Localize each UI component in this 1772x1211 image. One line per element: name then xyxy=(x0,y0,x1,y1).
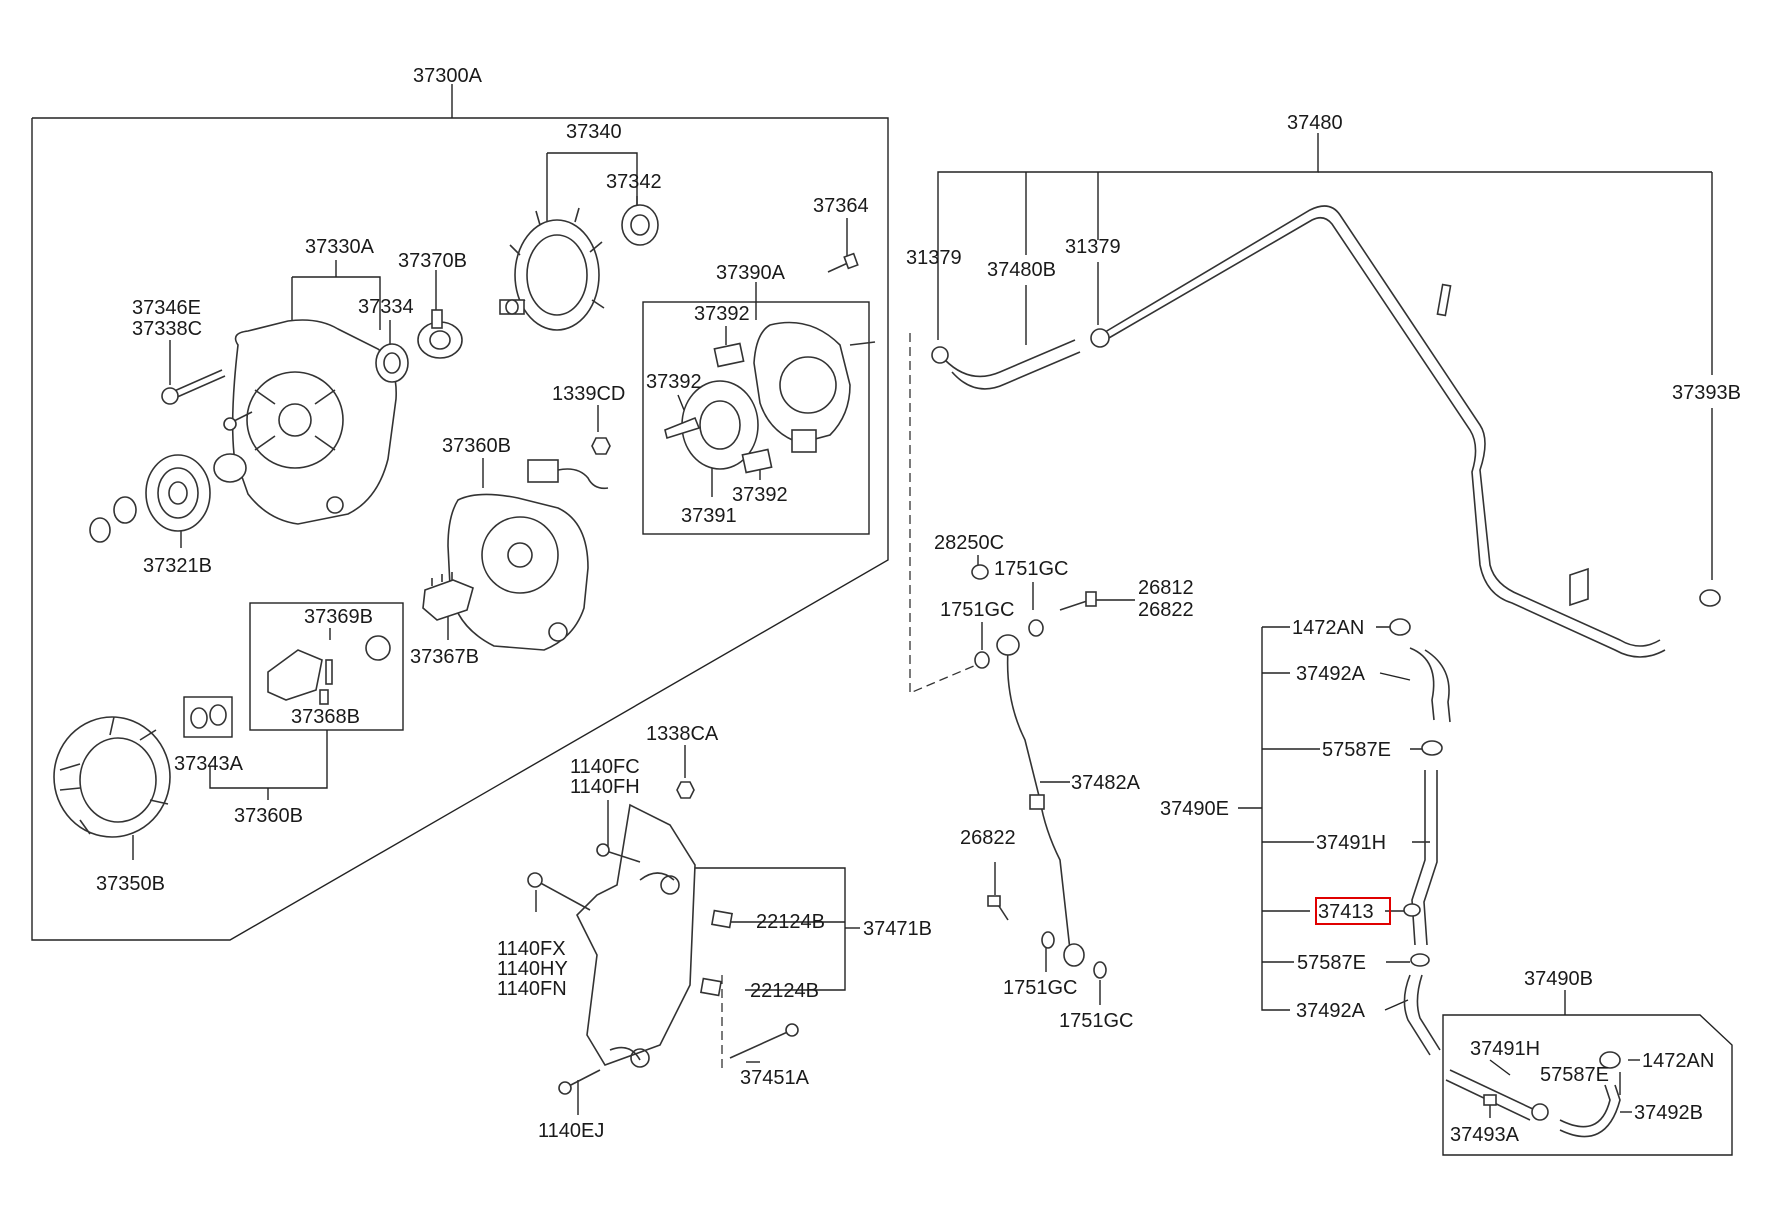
nut-sketch-1339CD xyxy=(591,437,611,455)
label-37321B[interactable]: 37321B xyxy=(143,555,212,577)
label-57587E-a[interactable]: 57587E xyxy=(1322,739,1391,761)
slip-ring-sketch xyxy=(417,309,463,359)
label-37300A[interactable]: 37300A xyxy=(413,65,483,87)
spacer-sketch-37334 xyxy=(375,343,409,383)
label-37342[interactable]: 37342 xyxy=(606,171,662,193)
front-housing-sketch xyxy=(231,319,397,525)
label-37370B[interactable]: 37370B xyxy=(398,250,467,272)
label-37330A[interactable]: 37330A xyxy=(305,236,375,258)
label-57587E-c[interactable]: 57587E xyxy=(1540,1064,1609,1086)
hose-and-cable-parts xyxy=(931,205,1721,1138)
alternator-parts xyxy=(53,204,876,838)
leader-lines xyxy=(31,84,1733,1156)
label-57587E-b[interactable]: 57587E xyxy=(1297,952,1366,974)
label-37392-left[interactable]: 37392 xyxy=(646,371,702,393)
label-1751GC-b[interactable]: 1751GC xyxy=(940,599,1015,621)
insulator-sketches xyxy=(713,342,773,474)
bracket-parts xyxy=(527,781,799,1095)
label-1140FN[interactable]: 1140FN xyxy=(497,978,567,1000)
label-37391[interactable]: 37391 xyxy=(681,505,737,527)
label-37490B[interactable]: 37490B xyxy=(1524,968,1593,990)
label-26822-b[interactable]: 26822 xyxy=(960,827,1016,849)
label-1140FH[interactable]: 1140FH xyxy=(570,776,640,798)
label-1472AN-b[interactable]: 1472AN xyxy=(1642,1050,1714,1072)
washer-sketches-37343A xyxy=(190,704,227,729)
label-37480[interactable]: 37480 xyxy=(1287,112,1343,134)
label-1140FX[interactable]: 1140FX xyxy=(497,938,566,960)
label-26822-a[interactable]: 26822 xyxy=(1138,599,1194,621)
label-37392-bottom[interactable]: 37392 xyxy=(732,484,788,506)
label-31379-left[interactable]: 31379 xyxy=(906,247,962,269)
label-1338CA[interactable]: 1338CA xyxy=(646,723,719,745)
label-1140FC[interactable]: 1140FC xyxy=(570,756,640,778)
label-31379-right[interactable]: 31379 xyxy=(1065,236,1121,258)
label-1751GC-c[interactable]: 1751GC xyxy=(1003,977,1078,999)
label-37360B-bottom[interactable]: 37360B xyxy=(234,805,303,827)
label-37492A-a[interactable]: 37492A xyxy=(1296,663,1366,685)
label-28250C[interactable]: 28250C xyxy=(934,532,1004,554)
brush-assembly-sketch xyxy=(267,635,391,705)
screw-sketch xyxy=(223,411,253,431)
bearing-sketch xyxy=(621,204,659,246)
label-37491H-a[interactable]: 37491H xyxy=(1316,832,1386,854)
label-37360B-top[interactable]: 37360B xyxy=(442,435,511,457)
label-37334[interactable]: 37334 xyxy=(358,296,414,318)
part-labels: 37300A 37340 37342 37364 37330A 37370B 3… xyxy=(96,65,1741,1146)
label-1472AN-a[interactable]: 1472AN xyxy=(1292,617,1364,639)
highlight-box-37413 xyxy=(1315,897,1391,925)
pulley-sketch xyxy=(89,453,247,543)
label-37471B[interactable]: 37471B xyxy=(863,918,932,940)
label-37492A-b[interactable]: 37492A xyxy=(1296,1000,1366,1022)
label-37392-top[interactable]: 37392 xyxy=(694,303,750,325)
rear-housing-sketch xyxy=(447,459,609,651)
through-bolt-sketch xyxy=(161,369,226,405)
label-37340[interactable]: 37340 xyxy=(566,121,622,143)
brush-holder-sketch xyxy=(422,572,474,621)
label-37451A[interactable]: 37451A xyxy=(740,1067,810,1089)
label-37482A[interactable]: 37482A xyxy=(1071,772,1141,794)
label-37491H-b[interactable]: 37491H xyxy=(1470,1038,1540,1060)
label-37480B[interactable]: 37480B xyxy=(987,259,1056,281)
rotor-sketch xyxy=(499,207,605,331)
label-1751GC-a[interactable]: 1751GC xyxy=(994,558,1069,580)
label-1140HY[interactable]: 1140HY xyxy=(497,958,568,980)
label-26812[interactable]: 26812 xyxy=(1138,577,1194,599)
label-37390A[interactable]: 37390A xyxy=(716,262,786,284)
label-37369B[interactable]: 37369B xyxy=(304,606,373,628)
label-22124B-upper[interactable]: 22124B xyxy=(756,911,825,933)
label-37492B[interactable]: 37492B xyxy=(1634,1102,1703,1124)
label-37393B[interactable]: 37393B xyxy=(1672,382,1741,404)
bolt-sketch-37364 xyxy=(827,252,859,273)
stator-sketch xyxy=(53,716,171,838)
label-22124B-lower[interactable]: 22124B xyxy=(750,980,819,1002)
label-37350B[interactable]: 37350B xyxy=(96,873,165,895)
label-1751GC-d[interactable]: 1751GC xyxy=(1059,1010,1134,1032)
regulator-sketch xyxy=(753,321,876,453)
label-37367B[interactable]: 37367B xyxy=(410,646,479,668)
label-37493A[interactable]: 37493A xyxy=(1450,1124,1520,1146)
label-37346E[interactable]: 37346E xyxy=(132,297,201,319)
label-1339CD[interactable]: 1339CD xyxy=(552,383,625,405)
label-1140EJ[interactable]: 1140EJ xyxy=(538,1120,604,1142)
label-37413[interactable]: 37413 xyxy=(1318,901,1374,923)
rectifier-sketch xyxy=(664,380,759,470)
label-37364[interactable]: 37364 xyxy=(813,195,869,217)
label-37343A[interactable]: 37343A xyxy=(174,753,244,775)
label-37368B[interactable]: 37368B xyxy=(291,706,360,728)
label-37338C[interactable]: 37338C xyxy=(132,318,202,340)
label-37490E[interactable]: 37490E xyxy=(1160,798,1229,820)
